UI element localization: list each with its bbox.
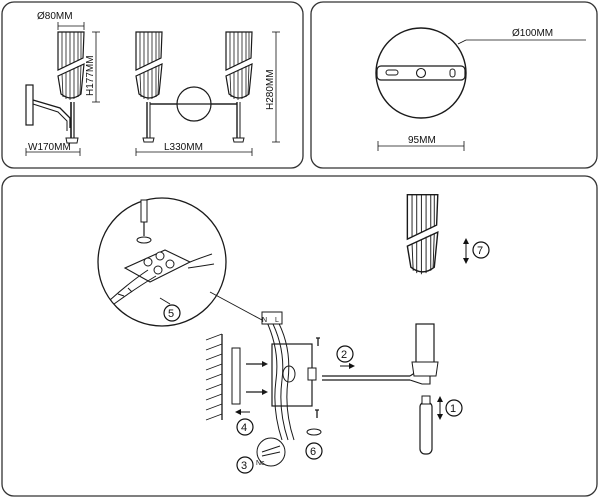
- mounting-bracket: [231, 347, 268, 405]
- side-view-lamp: [25, 31, 85, 144]
- side-height-dimension: H177MM: [85, 31, 100, 103]
- length-label: L330MM: [164, 142, 203, 153]
- wire-cap-label: Nc: [256, 460, 265, 467]
- step-4-label: 4: [241, 422, 247, 434]
- wire-cap-detail: Nc: [256, 437, 286, 467]
- base-plate: Ø100MM: [375, 27, 586, 119]
- step-1-badge: 1: [445, 399, 463, 417]
- step-2-label: 2: [341, 349, 347, 361]
- front-height-label: H280MM: [265, 69, 276, 110]
- mount-spacing-dimension: 95MM: [377, 135, 465, 151]
- panel-installation: [1, 175, 598, 497]
- step-4-badge: 4: [235, 409, 254, 436]
- step-7-badge: 7: [472, 241, 490, 259]
- bulb-direction-arrow: [437, 396, 443, 420]
- bulb-icon: [419, 395, 433, 455]
- supply-wires: N L: [261, 311, 295, 441]
- mount-spacing-label: 95MM: [408, 135, 436, 146]
- shade-diameter-dimension: Ø80MM: [37, 11, 85, 30]
- wire-l-label: L: [275, 317, 279, 324]
- shade-diameter-label: Ø80MM: [37, 11, 73, 22]
- length-dimension: L330MM: [135, 142, 253, 156]
- step-6-label: 6: [310, 446, 316, 458]
- wire-n-label: N: [262, 317, 267, 324]
- width-label: W170MM: [28, 142, 71, 153]
- step-5-badge: 5: [163, 304, 181, 322]
- width-dimension: W170MM: [25, 142, 81, 156]
- lamp-shade-icon: [406, 193, 439, 275]
- panel-dimensions-views: [1, 1, 304, 169]
- wall-hatching: [205, 333, 223, 421]
- side-height-label: H177MM: [85, 55, 96, 96]
- canopy-base: [271, 343, 317, 407]
- lamp-arm: [322, 323, 439, 385]
- step-7-label: 7: [477, 245, 483, 257]
- step-2-badge: 2: [336, 345, 355, 369]
- step-3-badge: 3: [236, 456, 254, 474]
- step-3-label: 3: [241, 460, 247, 472]
- step-1-label: 1: [450, 403, 456, 415]
- panel-base-plate: [310, 1, 598, 169]
- shade-direction-arrow: [463, 238, 469, 264]
- step-6-badge: 6: [305, 428, 323, 460]
- screw-icon: [315, 337, 320, 418]
- base-diameter-label: Ø100MM: [512, 28, 553, 39]
- front-height-dimension: H280MM: [265, 31, 280, 143]
- wiring-detail-circle: [97, 197, 263, 327]
- screwdriver-icon: [140, 199, 148, 236]
- front-view-lamp: [135, 31, 253, 143]
- step-5-label: 5: [168, 308, 174, 320]
